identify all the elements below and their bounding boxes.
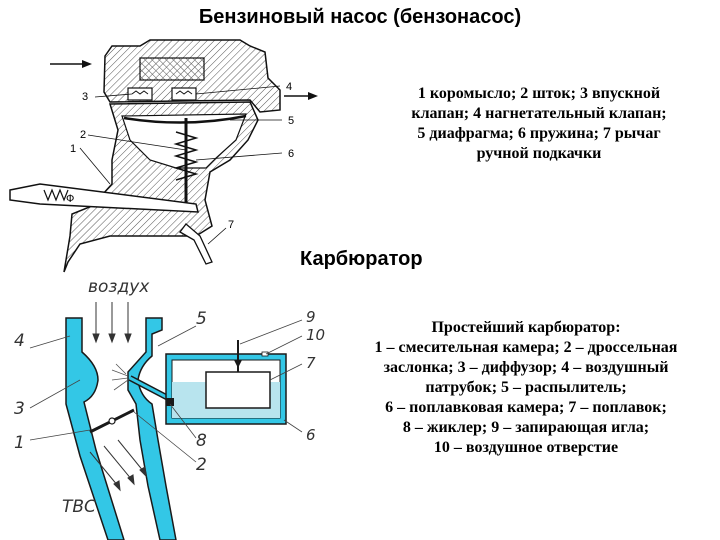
carb-label-2: 2 <box>196 455 207 475</box>
pump-label-3: 3 <box>82 91 88 103</box>
air-pipe-left-wall <box>65 317 125 540</box>
jet <box>166 398 174 406</box>
carb-label-8: 8 <box>196 431 207 451</box>
throttle-axis-icon <box>108 417 116 425</box>
air-label: воздух <box>88 277 150 297</box>
pump-legend-line: клапан; 4 нагнетательный клапан; <box>411 105 667 122</box>
pump-label-4: 4 <box>286 81 292 93</box>
rocker-arm <box>9 183 199 213</box>
carburetor-title: Карбюратор <box>300 248 423 270</box>
carb-label-10: 10 <box>306 326 325 344</box>
carburetor-legend-line: патрубок; 5 – распылитель; <box>425 379 627 396</box>
spring <box>173 131 199 181</box>
air-hole <box>261 351 269 357</box>
sprayer-tube-core <box>129 376 173 402</box>
mixture-flow-arrows <box>89 439 147 492</box>
carb-label-5: 5 <box>196 309 207 329</box>
carburetor-legend-line: 10 – воздушное отверстие <box>433 439 619 456</box>
carburetor-legend-line: заслонка; 3 – диффузор; 4 – воздушный <box>383 359 669 376</box>
pump-legend: 1 коромысло; 2 шток; 3 впускной клапан; … <box>384 84 694 164</box>
carb-label-1: 1 <box>14 433 25 453</box>
carb-label-9: 9 <box>306 308 316 326</box>
carburetor-legend-line: 1 – смесительная камера; 2 – дроссельная <box>374 339 678 356</box>
float <box>205 371 271 409</box>
pump-label-7: 7 <box>228 219 234 231</box>
carb-label-4: 4 <box>14 331 25 351</box>
carb-label-6: 6 <box>306 426 316 444</box>
priming-lever <box>179 223 213 265</box>
pump-label-6: 6 <box>288 148 294 160</box>
outlet-arrow-icon <box>284 92 318 100</box>
pump-label-2: 2 <box>80 129 86 141</box>
pump-legend-line: ручной подкачки <box>476 145 602 162</box>
needle-tip-icon <box>234 360 242 368</box>
fuel-spray <box>111 363 129 391</box>
mixture-label: ТВС <box>62 497 96 517</box>
pump-legend-line: 5 диафрагма; 6 пружина; 7 рычаг <box>417 125 661 142</box>
carb-leader-lines <box>29 319 303 463</box>
inlet-arrow-icon <box>50 60 92 68</box>
carb-label-7: 7 <box>306 354 316 372</box>
carb-label-3: 3 <box>14 399 25 419</box>
filter-mesh <box>139 57 205 81</box>
carburetor-legend: Простейший карбюратор: 1 – смесительная … <box>336 318 716 458</box>
air-flow-arrows <box>92 302 132 344</box>
pump-label-5: 5 <box>288 115 294 127</box>
carburetor-legend-line: Простейший карбюратор: <box>431 319 621 336</box>
outlet-valve <box>171 87 197 101</box>
pump-label-phi: Ф <box>66 193 74 205</box>
carburetor-legend-line: 8 – жиклер; 9 – запирающая игла; <box>402 419 650 436</box>
pump-label-1: 1 <box>70 143 76 155</box>
pump-title: Бензиновый насос (бензонасос) <box>198 6 522 28</box>
carburetor-legend-line: 6 – поплавковая камера; 7 – поплавок; <box>385 399 667 416</box>
return-spring <box>43 188 69 202</box>
air-pipe-right-wall <box>127 317 177 540</box>
pump-leader-lines <box>79 85 283 245</box>
pump-legend-line: 1 коромысло; 2 шток; 3 впускной <box>417 85 661 102</box>
